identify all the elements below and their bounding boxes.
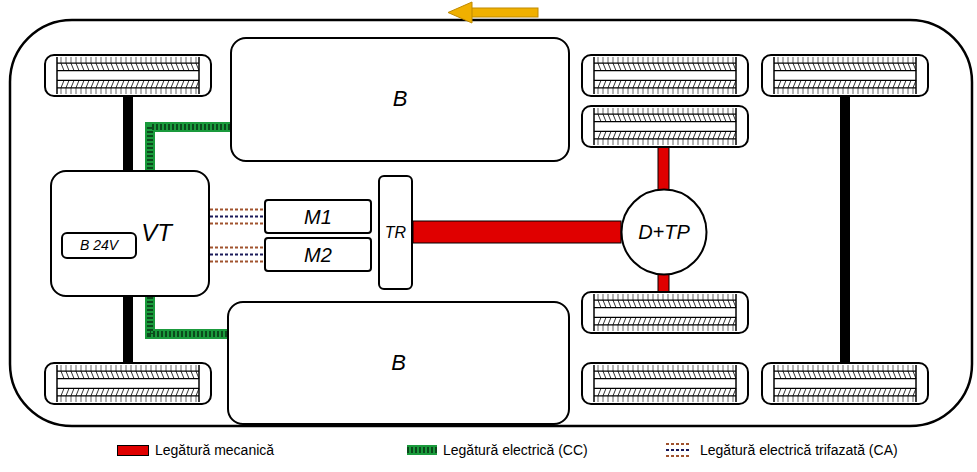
legend-swatch [407, 442, 437, 458]
wheel [45, 55, 211, 96]
legend-item: Legătură electrică (CC) [407, 438, 588, 462]
node-label: VT [141, 220, 172, 246]
wheel [582, 106, 748, 147]
wheel [582, 55, 748, 96]
transmission-box: TR [378, 175, 413, 290]
direction-arrow [448, 2, 538, 23]
inverter-box: VT B 24V [50, 170, 210, 297]
front-axle [123, 95, 133, 171]
node-label: D+TP [638, 221, 690, 243]
battery-box: B [230, 37, 570, 162]
mechanical-link [413, 221, 621, 243]
ac-three-phase-link [210, 210, 264, 224]
drive-shaft [658, 147, 669, 190]
wheel [762, 363, 928, 404]
legend-text: Legătură electrică trifazată (CA) [700, 442, 898, 458]
legend-item: Legătură electrică trifazată (CA) [664, 438, 898, 462]
front-axle [123, 296, 133, 364]
legend-item: Legătură mecanică [117, 438, 274, 462]
node-label: B [393, 87, 408, 111]
wheel [582, 292, 748, 333]
node-label: M2 [304, 244, 332, 266]
rear-axle [840, 95, 850, 363]
ac-three-phase-link [210, 248, 264, 262]
wheel [762, 55, 928, 96]
wheel [582, 363, 748, 404]
dc-link [150, 297, 227, 334]
vehicle-body [10, 20, 972, 426]
node-label: B [391, 351, 406, 375]
node-label: B 24V [80, 238, 118, 253]
legend-text: Legătură mecanică [155, 442, 274, 458]
node-label: TR [385, 224, 406, 242]
legend-swatch [664, 442, 694, 458]
node-label: M1 [304, 206, 332, 228]
battery-box: B [227, 301, 570, 425]
legend-text: Legătură electrică (CC) [443, 442, 588, 458]
motor-box: M1 [264, 199, 372, 234]
wheel [45, 363, 211, 404]
aux-battery-box: B 24V [61, 232, 137, 259]
legend-swatch [117, 445, 149, 456]
legend: Legătură mecanică Legătură electrică (CC)… [0, 438, 977, 462]
differential-circle: D+TP [620, 188, 708, 276]
motor-box: M2 [264, 237, 372, 272]
dc-link [150, 127, 230, 170]
